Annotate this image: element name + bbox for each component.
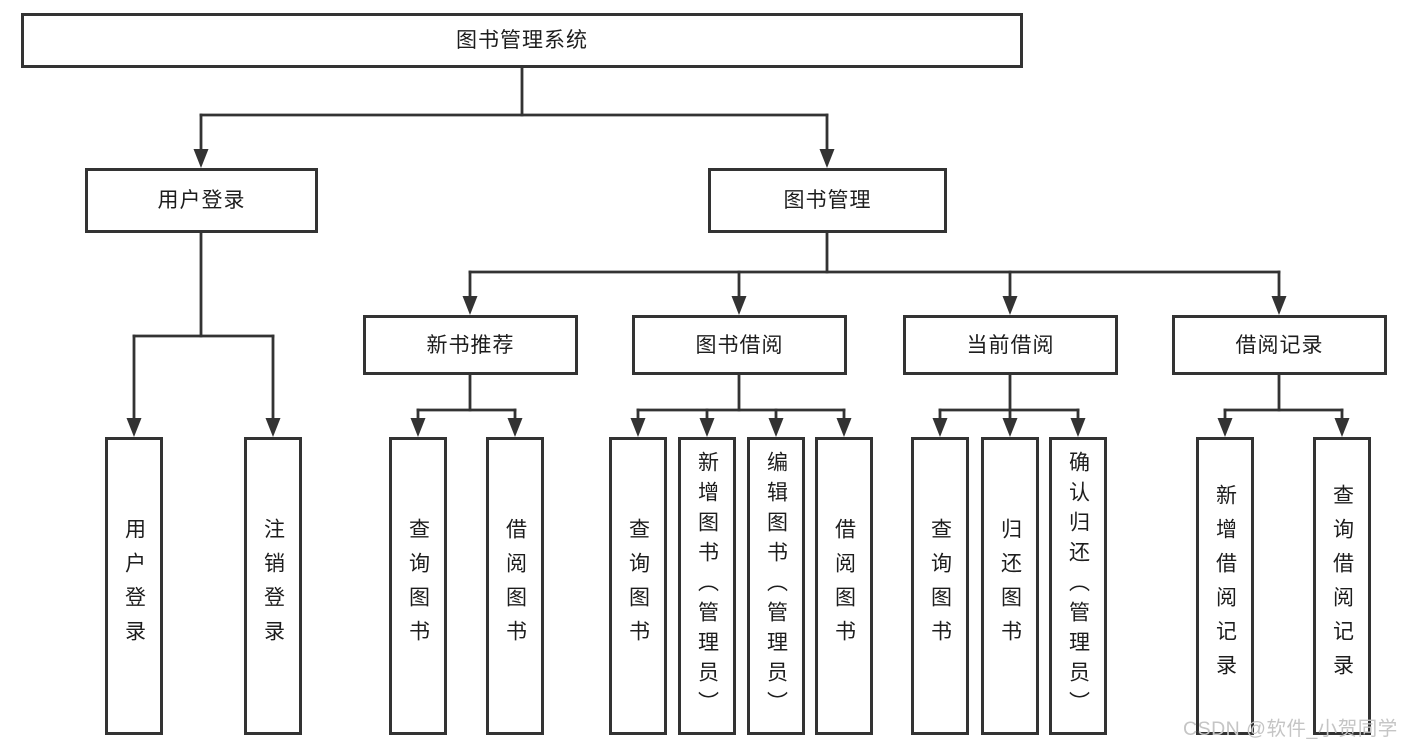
node-label: 图书借阅	[695, 333, 784, 357]
node-label: 编辑图书（管理员）	[764, 451, 788, 721]
node-label: 用户登录	[157, 189, 246, 212]
node-label: 注销登录	[261, 518, 285, 654]
node-label: 新书推荐	[426, 333, 515, 357]
node-label: 图书管理	[783, 189, 872, 212]
node-label: 借阅图书	[832, 518, 856, 654]
node-book-management: 图书管理	[708, 168, 947, 233]
leaf-bb-borrow-books: 借阅图书	[815, 437, 873, 735]
node-borrowing-records: 借阅记录	[1172, 315, 1387, 375]
leaf-cb-return-books: 归还图书	[981, 437, 1039, 735]
node-label: 查询图书	[626, 518, 650, 654]
leaf-bb-edit-books-admin: 编辑图书（管理员）	[747, 437, 805, 735]
node-current-borrowing: 当前借阅	[903, 315, 1118, 375]
leaf-br-add-record: 新增借阅记录	[1196, 437, 1254, 735]
node-label: 用户登录	[122, 518, 146, 654]
node-user-login: 用户登录	[85, 168, 318, 233]
leaf-bb-add-books-admin: 新增图书（管理员）	[678, 437, 736, 735]
node-root: 图书管理系统	[21, 13, 1023, 68]
leaf-user-login: 用户登录	[105, 437, 163, 735]
node-label: 当前借阅	[966, 333, 1055, 357]
node-label: 借阅图书	[503, 518, 527, 654]
node-label: 归还图书	[998, 518, 1022, 654]
node-label: 查询借阅记录	[1330, 484, 1354, 688]
leaf-rec-query-books: 查询图书	[389, 437, 447, 735]
leaf-logout: 注销登录	[244, 437, 302, 735]
node-label: 查询图书	[406, 518, 430, 654]
node-new-book-recommend: 新书推荐	[363, 315, 578, 375]
leaf-br-query-record: 查询借阅记录	[1313, 437, 1371, 735]
node-label: 查询图书	[928, 518, 952, 654]
leaf-cb-confirm-return-admin: 确认归还（管理员）	[1049, 437, 1107, 735]
node-label: 确认归还（管理员）	[1066, 451, 1090, 721]
leaf-bb-query-books: 查询图书	[609, 437, 667, 735]
node-label: 新增借阅记录	[1213, 484, 1237, 688]
node-label: 新增图书（管理员）	[695, 451, 719, 721]
watermark: CSDN @软件_小贺同学	[1183, 718, 1398, 740]
leaf-cb-query-books: 查询图书	[911, 437, 969, 735]
node-label: 借阅记录	[1235, 333, 1324, 357]
leaf-rec-borrow-books: 借阅图书	[486, 437, 544, 735]
node-book-borrowing: 图书借阅	[632, 315, 847, 375]
node-label: 图书管理系统	[456, 29, 588, 52]
